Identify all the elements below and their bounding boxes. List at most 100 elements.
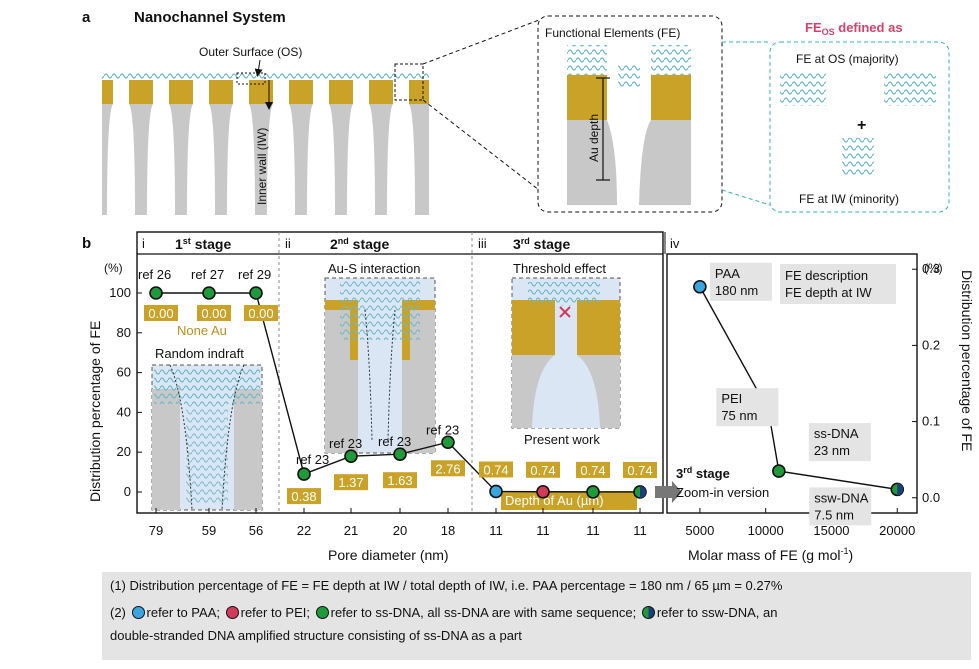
au-depth-badge (623, 461, 657, 478)
x-tick-label: 22 (297, 523, 311, 538)
y-axis-label-right: Distribution percentage of FE (959, 270, 975, 451)
data-point (249, 286, 263, 300)
fe-label-box (809, 487, 872, 526)
fe-depth-label: 7.5 nm (814, 507, 854, 522)
pore-channel (227, 80, 255, 215)
panel-b-label: b (82, 235, 91, 252)
zoom-box (394, 63, 424, 101)
third-stage-label: 3rd stage (676, 465, 730, 481)
data-point-half (640, 485, 646, 498)
random-indraft-label: Random indraft (155, 346, 244, 361)
red-dot-icon (225, 606, 239, 619)
x-tick-label: 21 (344, 523, 358, 538)
y-unit-right: (%) (924, 261, 943, 275)
data-point (393, 447, 407, 461)
x-tick-label: 56 (249, 523, 263, 538)
au-depth-value: 0.00 (148, 306, 173, 321)
blue-dot-icon (131, 606, 145, 619)
functional-elements-label: Functional Elements (FE) (545, 26, 680, 40)
au-depth-badge (526, 461, 560, 478)
y-unit-left: (%) (104, 261, 123, 275)
dark-dot-icon (641, 606, 655, 619)
au-s-interaction-label: Au-S interaction (328, 261, 421, 276)
fe-os-title: FEOS defined as (805, 20, 903, 37)
fe-name-label: ss-DNA (814, 426, 859, 441)
x-tick-label: 11 (536, 523, 550, 538)
note-line-1: (1) Distribution percentage of FE = FE d… (110, 578, 783, 593)
point-ref-label: ref 23 (426, 422, 459, 437)
x-tick-label-right: 10000 (748, 523, 784, 538)
note-line-3: double-stranded DNA amplified structure … (110, 628, 522, 643)
plus-sign: + (857, 117, 866, 134)
x-tick-label: 18 (441, 523, 455, 538)
y-tick-label: 60 (117, 365, 131, 380)
inset-random-indraft (151, 364, 263, 511)
y-tick-label: 20 (117, 444, 131, 459)
note-2-pei: refer to PEI; (240, 605, 310, 620)
point-ref-label: ref 23 (378, 434, 411, 449)
au-depth-value: 2.76 (435, 461, 460, 476)
au-depth-value: 0.74 (483, 462, 508, 477)
au-depth-value: 0.74 (530, 463, 555, 478)
fe-at-os-label: FE at OS (majority) (796, 52, 899, 66)
fe-os-right-helices (884, 72, 936, 106)
x-axis-label-right: Molar mass of FE (g mol-1) (688, 546, 853, 563)
x-tick-label-right: 15000 (813, 523, 849, 538)
y-tick-label-right: 0.0 (922, 490, 940, 505)
x-tick-label: 59 (202, 523, 216, 538)
data-point (489, 484, 503, 499)
point-ref-label: ref 23 (329, 436, 362, 451)
depth-of-au-label: Depth of Au (µm) (505, 493, 604, 508)
fe-depth-label: 75 nm (721, 408, 757, 423)
au-depth-badge (383, 472, 417, 489)
data-point (149, 286, 163, 300)
data-point (441, 435, 455, 450)
right-plot-frame (666, 253, 918, 514)
point-ref-label: ref 26 (138, 267, 171, 282)
data-point (586, 485, 600, 499)
panel-a-label: a (82, 9, 91, 26)
point-ref-label: ref 27 (191, 267, 224, 282)
y-tick-label: 80 (117, 325, 131, 340)
fe-depth-iw-label: FE depth at IW (785, 285, 872, 300)
fe-name-label: PEI (721, 391, 742, 406)
y-tick-label: 0 (124, 484, 131, 499)
stage-roman-i: i (142, 236, 145, 251)
fe-label-box (716, 388, 779, 427)
data-point (536, 484, 550, 499)
note-line-2: (2) refer to PAA; refer to PEI; refer to… (110, 605, 778, 620)
note-2-ssdna: refer to ss-DNA, all ss-DNA are with sam… (330, 605, 637, 620)
au-depth-value: 0.38 (291, 489, 316, 504)
zoom-in-label: Zoom-in version (676, 485, 769, 500)
green-dot-icon (315, 606, 329, 619)
y-tick-label-right: 0.1 (922, 414, 940, 429)
notes-box (102, 572, 971, 660)
pore-channel (187, 80, 215, 215)
fe-description-label: FE description (785, 268, 868, 283)
pore-channel (387, 80, 415, 215)
fe-depth-label: 23 nm (814, 443, 850, 458)
inset-threshold (511, 277, 621, 429)
outer-surface-label: Outer Surface (OS) (199, 45, 302, 59)
data-point-right (772, 464, 786, 478)
au-depth-badge (287, 488, 321, 505)
x-tick-label: 11 (633, 523, 647, 538)
au-depth-badge (334, 474, 368, 491)
au-depth-badge (244, 305, 278, 321)
y-tick-label-right: 0.3 (922, 261, 940, 276)
fe-depth-label: 180 nm (715, 283, 758, 298)
data-point-right (693, 279, 707, 294)
y-tick-label-right: 0.2 (922, 337, 940, 352)
au-depth-badge (144, 305, 178, 321)
nanochannel-array (102, 72, 429, 215)
fe-label-box (709, 262, 772, 301)
fe-label-box (808, 423, 871, 462)
fe-iw-helices (842, 138, 874, 176)
au-depth-value: 0.74 (627, 463, 652, 478)
pore-channel (307, 80, 335, 215)
note-2-paa: refer to PAA; (146, 605, 220, 620)
au-depth-badge (576, 461, 610, 478)
au-depth-label: Au depth (587, 114, 601, 162)
pore-channel (267, 80, 295, 215)
